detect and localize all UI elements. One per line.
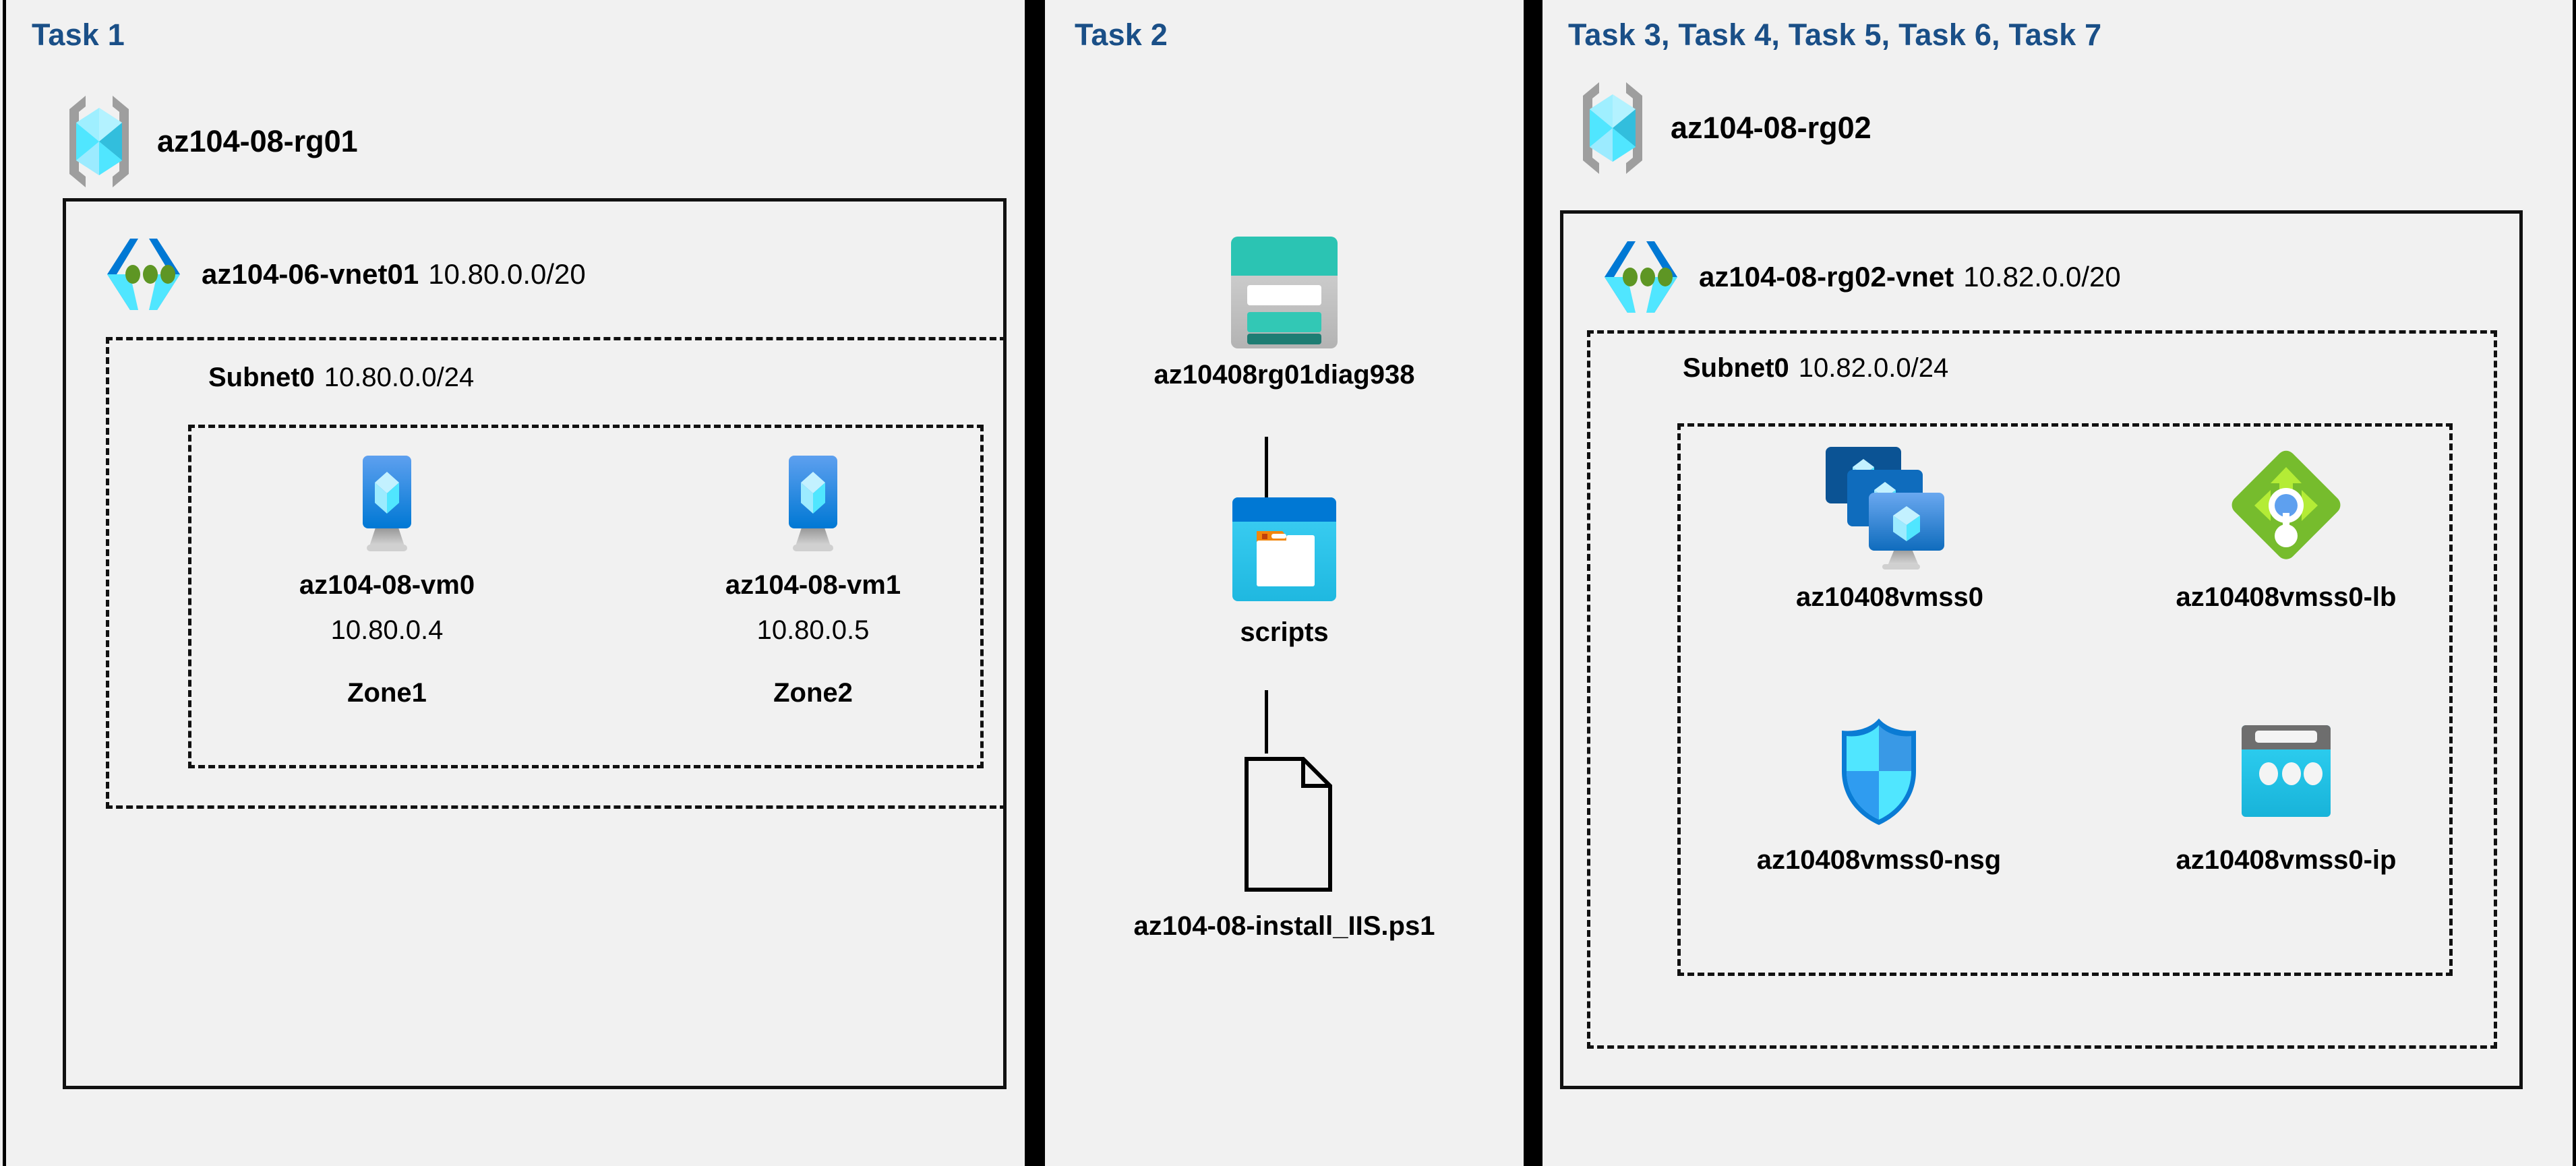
panel-separator-2 <box>1524 0 1542 1166</box>
vm-scale-set-node[interactable]: az10408vmss0 <box>1778 445 2001 613</box>
virtual-machine-node-vm0[interactable]: az104-08-vm0 10.80.0.4 Zone1 <box>276 453 498 708</box>
vm-scale-set-icon <box>1812 445 1967 570</box>
blob-container-name: scripts <box>1240 617 1329 647</box>
virtual-network-icon <box>1598 237 1684 317</box>
resource-group-box <box>1677 423 2453 976</box>
public-ip-address-node[interactable]: az10408vmss0-ip <box>2175 714 2397 876</box>
connector-container-to-file <box>1265 690 1268 754</box>
vm-scale-set-name: az10408vmss0 <box>1795 582 1984 612</box>
vm-zone: Zone2 <box>773 678 853 708</box>
resource-group-icon <box>59 92 140 191</box>
load-balancer-node[interactable]: az10408vmss0-lb <box>2175 445 2397 613</box>
subnet-cidr: 10.82.0.0/24 <box>1798 353 1949 383</box>
resource-group-rg01: az104-08-rg01 <box>59 92 358 191</box>
network-security-group-node[interactable]: az10408vmss0-nsg <box>1757 714 2001 876</box>
connector-storage-to-container <box>1265 437 1268 499</box>
file-node[interactable]: az104-08-install_IIS.ps1 <box>1134 754 1435 942</box>
virtual-network-icon <box>100 235 187 314</box>
subnet-label: Subnet0 10.80.0.0/24 <box>208 363 474 393</box>
subnet-box-subnet0 <box>106 337 1007 809</box>
resource-group-name: az104-08-rg02 <box>1671 111 1871 145</box>
subnet-box-subnet0 <box>1587 330 2497 1049</box>
panel-task-3-7: Task 3, Task 4, Task 5, Task 6, Task 7 a… <box>1542 0 2576 1166</box>
panel-separator-1 <box>1025 0 1045 1166</box>
vnet-name: az104-06-vnet01 <box>202 258 419 290</box>
task-3-7-title: Task 3, Task 4, Task 5, Task 6, Task 7 <box>1568 18 2102 52</box>
vm-zone: Zone1 <box>347 678 427 708</box>
vnet-cidr: 10.80.0.0/20 <box>428 258 586 290</box>
blob-container-node[interactable]: scripts <box>1173 497 1396 648</box>
storage-account-icon <box>1220 237 1348 348</box>
vnet-box-az104-08-rg02-vnet <box>1560 210 2523 1089</box>
virtual-machine-icon <box>347 453 427 554</box>
subnet-name: Subnet0 <box>208 363 315 392</box>
file-icon <box>1230 754 1338 895</box>
blob-container-icon <box>1227 497 1342 601</box>
vnet-label: az104-08-rg02-vnet 10.82.0.0/20 <box>1699 261 2121 293</box>
vnet-cidr: 10.82.0.0/20 <box>1963 261 2121 293</box>
public-ip-address-icon <box>2232 714 2340 829</box>
virtual-machine-icon <box>773 453 853 554</box>
vm-ip: 10.80.0.5 <box>756 615 870 645</box>
vm-name: az104-08-vm0 <box>299 570 475 600</box>
load-balancer-icon <box>2222 445 2350 566</box>
vnet-header-az104-08-rg02-vnet: az104-08-rg02-vnet 10.82.0.0/20 <box>1598 237 2121 317</box>
file-name: az104-08-install_IIS.ps1 <box>1133 911 1435 941</box>
network-security-group-name: az10408vmss0-nsg <box>1756 845 2002 875</box>
vnet-header-az104-06-vnet01: az104-06-vnet01 10.80.0.0/20 <box>100 235 586 314</box>
vnet-name: az104-08-rg02-vnet <box>1699 261 1954 293</box>
panel-task-2: Task 2 az10408rg01diag938 <box>1045 0 1524 1166</box>
vnet-box-az104-06-vnet01 <box>63 198 1007 1089</box>
subnet-label: Subnet0 10.82.0.0/24 <box>1683 353 1948 383</box>
public-ip-address-name: az10408vmss0-ip <box>2176 845 2397 875</box>
task-1-title: Task 1 <box>32 18 125 52</box>
subnet-name: Subnet0 <box>1683 353 1789 383</box>
subnet-cidr: 10.80.0.0/24 <box>324 363 475 392</box>
vm-group-box <box>188 425 984 768</box>
resource-group-icon <box>1572 78 1653 178</box>
resource-group-rg02: az104-08-rg02 <box>1572 78 1871 178</box>
resource-group-name: az104-08-rg01 <box>157 124 358 158</box>
vnet-label: az104-06-vnet01 10.80.0.0/20 <box>202 258 586 290</box>
load-balancer-name: az10408vmss0-lb <box>2176 582 2397 612</box>
panel-task-1: Task 1 az104-08-rg01 <box>3 0 1025 1166</box>
task-2-title: Task 2 <box>1075 18 1168 52</box>
vm-name: az104-08-vm1 <box>725 570 901 600</box>
network-security-group-icon <box>1828 714 1929 829</box>
storage-account-name: az10408rg01diag938 <box>1154 360 1415 390</box>
vm-ip: 10.80.0.4 <box>330 615 444 645</box>
virtual-machine-node-vm1[interactable]: az104-08-vm1 10.80.0.5 Zone2 <box>702 453 924 708</box>
storage-account-node[interactable]: az10408rg01diag938 <box>1154 237 1414 390</box>
